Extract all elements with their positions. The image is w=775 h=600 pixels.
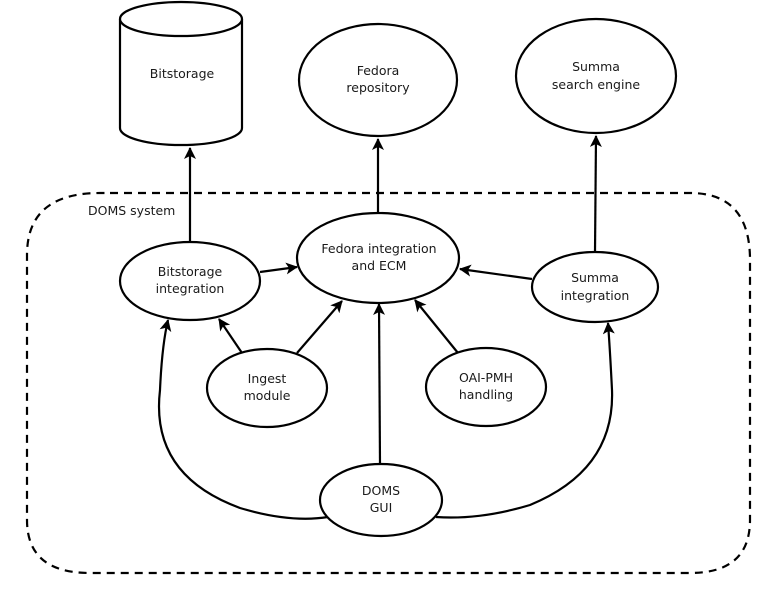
node-label-line-2: handling (459, 387, 513, 402)
edges (157, 135, 615, 520)
doms-system-boundary (25, 191, 752, 575)
node-label-line-2: search engine (552, 77, 640, 92)
node-label-line-1: DOMS (362, 483, 400, 498)
edge-doms-gui-to-bitstorage-integration (157, 319, 329, 520)
node-shape (205, 347, 329, 429)
group-doms-system: DOMS system (25, 191, 752, 575)
node-shape (118, 240, 262, 322)
node-summa-search-engine: Summa search engine (514, 17, 678, 135)
edge-bitstorage-integration-to-fedora-integration (259, 262, 298, 275)
node-oai-pmh-handling: OAI-PMH handling (424, 346, 548, 428)
edge-doms-gui-to-summa-integration (435, 322, 615, 519)
database-cylinder-icon (118, 19, 244, 147)
node-bitstorage: Bitstorage (118, 0, 244, 147)
node-summa-integration: Summa integration (530, 250, 660, 324)
node-label-line-1: Summa (571, 270, 619, 285)
node-label-line-2: module (244, 388, 291, 403)
node-label-line-1: Fedora integration (321, 241, 436, 256)
doms-system-label: DOMS system (88, 203, 175, 218)
node-fedora-integration-ecm: Fedora integration and ECM (295, 211, 461, 305)
node-label-line-1: Fedora (357, 63, 400, 78)
node-shape (514, 17, 678, 135)
node-label-line-2: integration (561, 288, 630, 303)
node-label-line-1: OAI-PMH (459, 370, 513, 385)
node-ingest-module: Ingest module (205, 347, 329, 429)
node-label: Bitstorage (150, 66, 215, 81)
node-bitstorage-integration: Bitstorage integration (118, 240, 262, 322)
node-shape (530, 250, 660, 324)
node-doms-gui: DOMS GUI (318, 462, 444, 538)
node-label-line-1: Summa (572, 59, 620, 74)
node-shape (318, 462, 444, 538)
node-label-line-2: integration (156, 281, 225, 296)
edge-ingest-to-bitstorage-integration (218, 318, 243, 354)
edge-summa-integration-to-summa-search-engine (589, 135, 602, 253)
edge-summa-integration-to-fedora-integration (459, 264, 533, 281)
node-label-line-2: repository (346, 80, 410, 95)
edge-ingest-to-fedora-integration (296, 300, 343, 354)
database-cylinder-top (118, 0, 244, 38)
edge-doms-gui-to-fedora-integration (373, 303, 386, 465)
node-label-line-1: Bitstorage (158, 264, 223, 279)
node-shape (297, 22, 459, 138)
edge-oai-pmh-to-fedora-integration (414, 299, 459, 354)
node-fedora-repository: Fedora repository (297, 22, 459, 138)
node-shape (424, 346, 548, 428)
node-shape (295, 211, 461, 305)
node-label-line-2: and ECM (352, 258, 407, 273)
node-label-line-1: Ingest (248, 371, 287, 386)
node-label-line-2: GUI (370, 500, 393, 515)
